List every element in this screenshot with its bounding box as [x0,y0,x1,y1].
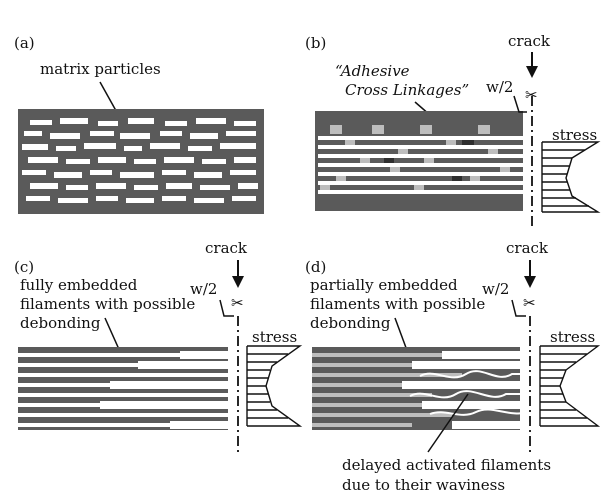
panel-c-half-width-bracket [219,299,234,317]
down-arrow-icon [232,260,244,288]
panel-c-annotation-line1: fully embedded [20,276,138,294]
panel-b-annotation-line2: Cross Linkages” [345,81,469,99]
panel-c-annotation-line3: debonding [20,314,101,332]
panel-d-annotation-line1: partially embedded [310,276,458,294]
panel-a-annotation: matrix particles [40,60,161,78]
scissors-icon: ✂ [523,294,536,312]
panel-b-crack-label: crack [508,32,551,50]
panel-c-crack-label: crack [205,239,248,257]
panel-d-bottom-leader-line [427,393,469,453]
panel-b-matrix-block [315,111,523,211]
panel-c-debonded-filaments [100,351,238,429]
panel-c-stress-profile [246,345,303,427]
panel-d: (d) partially embedded filaments with po… [305,239,601,494]
panel-d-stress-label: stress [550,328,595,346]
panel-d-wavy-filaments [409,370,531,416]
panel-d-debonded-filaments [402,351,530,429]
down-arrow-icon [526,52,538,78]
panel-b: (b) “Adhesive Cross Linkages” crack [305,32,601,230]
panel-c-half-width-label: w/2 [190,280,217,298]
panel-b-label: (b) [305,34,326,52]
scissors-icon: ✂ [525,86,538,104]
panel-d-half-width-label: w/2 [482,280,509,298]
panel-c: (c) fully embedded filaments with possib… [14,239,303,452]
panel-c-stress-label: stress [252,328,297,346]
panel-d-crack-label: crack [506,239,549,257]
panel-d-bottom-annotation-line2: due to their waviness [342,476,505,494]
down-arrow-icon [524,260,536,288]
panel-b-annotation-line1: “Adhesive [335,62,410,80]
panel-b-half-width-bracket [513,95,527,113]
panel-c-label: (c) [14,258,34,276]
panel-b-filaments [318,136,536,194]
panel-a-label: (a) [14,34,35,52]
scissors-icon: ✂ [231,294,244,312]
panel-d-bottom-annotation-line1: delayed activated filaments [342,456,551,474]
panel-d-label: (d) [305,258,326,276]
panel-b-crosslinks [320,125,510,190]
panel-b-dark-crosslinks [384,140,474,181]
panel-d-annotation-line2: filaments with possible [310,295,485,313]
panel-a-particles [22,118,258,203]
panel-d-stress-profile [539,345,601,427]
panel-d-embedded-filaments [312,353,462,427]
panel-b-half-width-label: w/2 [486,78,513,96]
panel-c-annotation-line2: filaments with possible [20,295,195,313]
panel-d-half-width-bracket [511,299,526,317]
panel-a: (a) matrix particles [14,34,264,214]
panel-b-stress-profile [541,141,601,213]
panel-b-stress-label: stress [552,126,597,144]
panel-d-annotation-line3: debonding [310,314,391,332]
